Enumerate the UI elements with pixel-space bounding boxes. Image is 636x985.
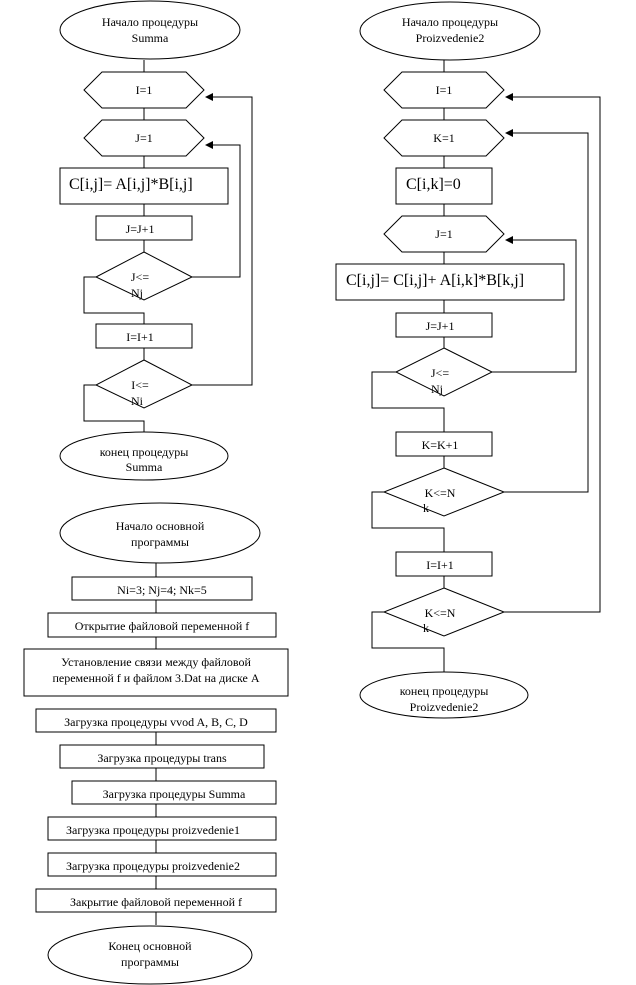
node-text: J=1	[135, 131, 152, 145]
connector-lines	[371, 60, 445, 672]
p2-end-terminal: конец процедуры Proizvedenie2	[359, 671, 529, 719]
node-text: K=1	[433, 131, 454, 145]
p2-i-init: I=1	[383, 71, 505, 109]
main-end-terminal: Конец основной программы	[47, 925, 253, 985]
node-text: Nj	[131, 286, 143, 300]
p2-k-init: K=1	[383, 119, 505, 157]
node-text: K<=N	[425, 606, 456, 620]
main-load-proizvedenie1-box: Загрузка процедуры proizvedenie1	[47, 816, 277, 841]
node-text: C[i,j]= A[i,j]*B[i,j]	[69, 176, 193, 193]
node-text: Ni	[131, 394, 144, 408]
terminal-text: Начало процедуры	[102, 15, 198, 29]
terminal-text: конец процедуры	[100, 445, 189, 459]
node-text: I=I+1	[426, 558, 454, 572]
summa-j-inc: J=J+1	[95, 215, 193, 241]
p2-k-cond: K<=N k	[382, 467, 506, 517]
p2-j-init: J=1	[383, 215, 505, 253]
main-open-box: Открытие файловой переменной f	[47, 612, 277, 638]
node-text: C[i,j]= C[i,j]+ A[i,k]*B[k,j]	[346, 272, 524, 289]
loop-arrow-i	[504, 93, 601, 613]
p2-k-inc: K=K+1	[395, 431, 493, 457]
terminal-text: программы	[121, 955, 179, 969]
main-start-terminal: Начало основной программы	[59, 502, 261, 564]
summa-start-terminal: Начало процедуры Summa	[59, 0, 241, 60]
node-text: Установление связи между файловой	[61, 655, 251, 669]
loop-arrow-i	[192, 93, 253, 386]
main-load-vvod-box: Загрузка процедуры vvod A, B, C, D	[35, 708, 277, 733]
node-text: Открытие файловой переменной f	[75, 619, 250, 633]
terminal-text: конец процедуры	[400, 684, 489, 698]
node-text: k	[423, 621, 429, 635]
node-text: Загрузка процедуры vvod A, B, C, D	[64, 715, 248, 729]
terminal-text: Proizvedenie2	[410, 700, 479, 714]
main-init-box: Ni=3; Nj=4; Nk=5	[71, 576, 253, 601]
node-text: I<=	[131, 378, 149, 392]
loop-arrow-j	[492, 236, 577, 373]
node-text: I=1	[436, 83, 453, 97]
summa-i-init: I=1	[83, 71, 205, 109]
summa-i-cond: I<= Ni	[94, 359, 194, 409]
terminal-text: Proizvedenie2	[416, 31, 485, 45]
main-load-proizvedenie2-box: Загрузка процедуры proizvedenie2	[47, 852, 277, 877]
terminal-text: Summa	[132, 31, 169, 45]
summa-assign-box: C[i,j]= A[i,j]*B[i,j]	[59, 167, 229, 205]
proizvedenie2-flowchart: Начало процедуры Proizvedenie2 I=1 K=1 C…	[335, 1, 601, 719]
node-text: k	[423, 501, 429, 515]
main-load-summa-box: Загрузка процедуры Summa	[71, 780, 277, 805]
p2-start-terminal: Начало процедуры Proizvedenie2	[359, 1, 541, 61]
summa-i-inc: I=I+1	[95, 323, 193, 349]
node-text: K<=N	[425, 486, 456, 500]
connector-lines	[83, 60, 145, 432]
main-assign-box: Установление связи между файловой переме…	[23, 648, 289, 697]
node-text: Nj	[431, 382, 443, 396]
p2-j-cond: J<= Nj	[394, 347, 494, 397]
node-text: J=1	[435, 227, 452, 241]
terminal-text: Конец основной	[108, 939, 192, 953]
node-text: переменной f и файлом 3.Dat на диске A	[52, 671, 259, 685]
node-text: Загрузка процедуры Summa	[103, 787, 246, 801]
node-text: Ni=3; Nj=4; Nk=5	[117, 583, 207, 597]
loop-arrow-k	[504, 129, 589, 493]
terminal-text: Summa	[126, 460, 163, 474]
node-text: J=J+1	[126, 222, 155, 236]
node-text: K=K+1	[422, 438, 459, 452]
summa-j-cond: J<= Nj	[94, 251, 194, 301]
p2-j-inc: J=J+1	[395, 312, 493, 338]
terminal-text: программы	[131, 535, 189, 549]
node-text: Загрузка процедуры proizvedenie1	[66, 823, 240, 837]
p2-i-inc: I=I+1	[395, 551, 493, 577]
loop-arrow-j	[192, 141, 241, 278]
node-text: J<=	[431, 366, 449, 380]
node-text: Загрузка процедуры proizvedenie2	[66, 859, 240, 873]
node-text: Закрытие файловой переменной f	[70, 895, 242, 909]
node-text: C[i,k]=0	[406, 176, 461, 193]
node-text: Загрузка процедуры trans	[97, 751, 227, 765]
node-text: J<=	[131, 270, 149, 284]
terminal-text: Начало основной	[116, 519, 205, 533]
p2-i-cond: K<=N k	[382, 587, 506, 637]
p2-zero-box: C[i,k]=0	[395, 167, 493, 205]
summa-j-init: J=1	[83, 119, 205, 157]
terminal-text: Начало процедуры	[402, 15, 498, 29]
main-program-flowchart: Начало основной программы Ni=3; Nj=4; Nk…	[23, 502, 289, 985]
main-close-box: Закрытие файловой переменной f	[35, 888, 277, 913]
node-text: I=1	[136, 83, 153, 97]
p2-accum-box: C[i,j]= C[i,j]+ A[i,k]*B[k,j]	[335, 263, 565, 301]
main-load-trans-box: Загрузка процедуры trans	[59, 744, 265, 769]
summa-flowchart: Начало процедуры Summa I=1 J=1 C[i,j]= A…	[59, 0, 253, 481]
summa-end-terminal: конец процедуры Summa	[59, 431, 229, 481]
node-text: I=I+1	[126, 330, 154, 344]
node-text: J=J+1	[426, 319, 455, 333]
